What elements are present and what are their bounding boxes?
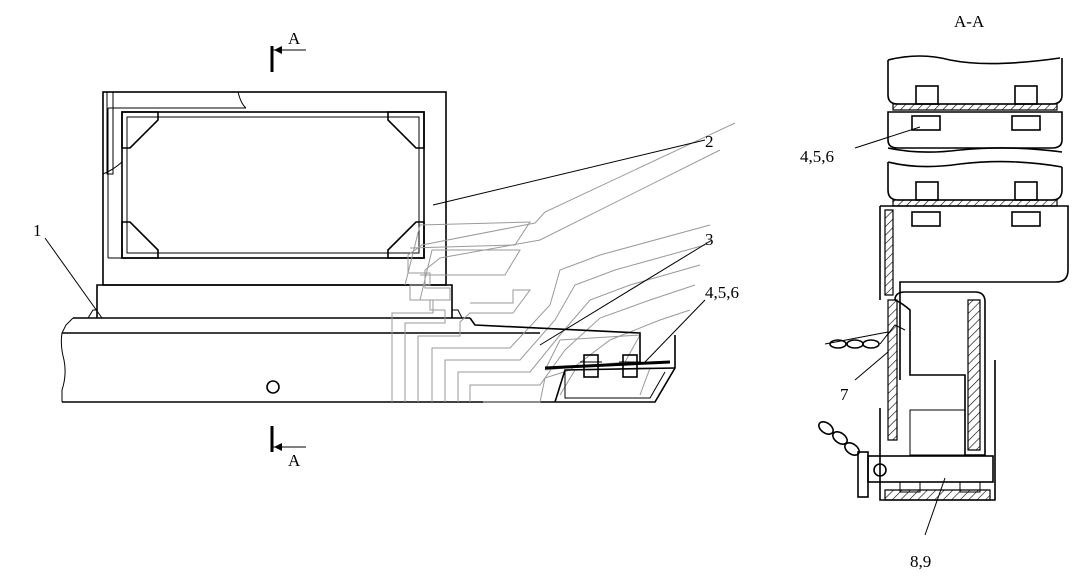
callout-part-1: 1 bbox=[33, 221, 42, 240]
phantom-outline bbox=[391, 122, 736, 403]
section-marker-top: A bbox=[270, 29, 306, 72]
section-view: A-A bbox=[800, 12, 1069, 571]
bolted-bracket bbox=[469, 317, 676, 403]
callout-part-2: 2 bbox=[705, 132, 714, 151]
section-marker-bottom: A bbox=[270, 426, 306, 470]
callout-part-456-main: 4,5,6 bbox=[705, 283, 739, 302]
main-view: A A 1 2 3 4,5,6 bbox=[33, 29, 739, 470]
chain-upper bbox=[824, 324, 906, 349]
callout-part-3: 3 bbox=[705, 230, 714, 249]
mounting-hole bbox=[266, 380, 280, 394]
base-beam bbox=[60, 317, 676, 403]
chain-lower bbox=[818, 360, 996, 501]
container-box bbox=[87, 91, 463, 319]
callout-part-456-section: 4,5,6 bbox=[800, 147, 834, 166]
section-marker-top-label: A bbox=[288, 29, 301, 48]
callout-part-7: 7 bbox=[840, 385, 849, 404]
section-view-title: A-A bbox=[954, 12, 985, 31]
callout-part-89: 8,9 bbox=[910, 552, 931, 571]
section-marker-bottom-label: A bbox=[288, 451, 301, 470]
